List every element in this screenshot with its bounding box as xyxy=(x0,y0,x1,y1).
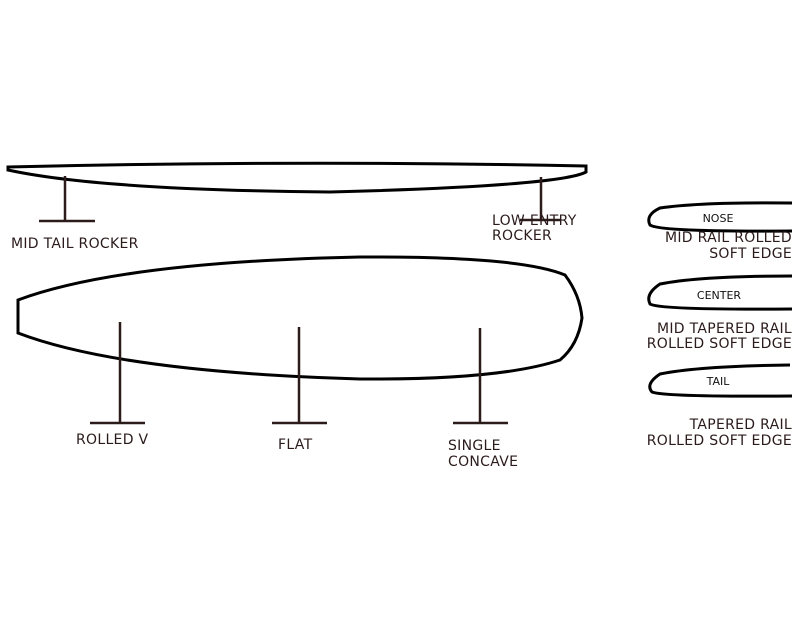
single-concave-label: SINGLE xyxy=(448,438,501,454)
rail-nose-desc-2: SOFT EDGE xyxy=(709,246,792,262)
low-entry-rocker-label-2: ROCKER xyxy=(492,228,552,244)
rail-tail-label: TAIL xyxy=(706,375,731,388)
single-concave-pointer xyxy=(453,328,508,425)
rail-tail-desc-2: ROLLED SOFT EDGE xyxy=(647,433,792,449)
rail-center-shape xyxy=(647,274,793,311)
rail-center-desc: MID TAPERED RAIL xyxy=(657,321,792,337)
low-entry-rocker-label: LOW ENTRY xyxy=(492,213,577,229)
rolled-v-label: ROLLED V xyxy=(76,432,149,448)
rail-nose-label: NOSE xyxy=(703,212,734,225)
mid-tail-rocker-pointer xyxy=(39,176,95,223)
board-bottom-outline xyxy=(16,255,584,381)
flat-label: FLAT xyxy=(278,437,313,453)
rocker-profile xyxy=(6,161,588,194)
rolled-v-pointer xyxy=(90,322,145,425)
rail-center-desc-2: ROLLED SOFT EDGE xyxy=(647,336,792,352)
rail-center-label: CENTER xyxy=(697,289,742,302)
rail-tail-shape xyxy=(648,363,793,398)
mid-tail-rocker-label: MID TAIL ROCKER xyxy=(11,236,139,252)
rail-nose-shape xyxy=(647,201,793,233)
flat-pointer xyxy=(272,327,327,425)
low-entry-rocker-pointer xyxy=(520,177,560,222)
single-concave-label-2: CONCAVE xyxy=(448,454,518,470)
rail-nose-desc: MID RAIL ROLLED xyxy=(665,230,792,246)
rail-tail-desc: TAPERED RAIL xyxy=(689,417,792,433)
